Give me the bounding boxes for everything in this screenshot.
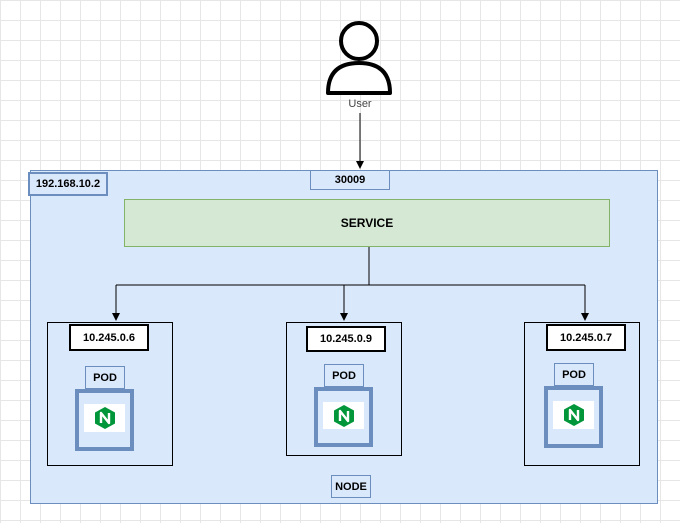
pod-ip-label: 10.245.0.6 [69, 324, 149, 351]
nginx-icon [323, 402, 364, 429]
nginx-icon [84, 404, 125, 432]
nginx-icon [553, 401, 594, 429]
node-label: NODE [331, 475, 371, 498]
pod-tag: POD [324, 364, 364, 387]
node-port-label: 30009 [310, 170, 390, 190]
nginx-container [314, 387, 373, 447]
nginx-container [75, 389, 134, 451]
pod-tag: POD [554, 363, 594, 386]
service-box: SERVICE [124, 199, 610, 247]
pod-ip-label: 10.245.0.7 [546, 324, 626, 351]
pod-tag: POD [85, 366, 125, 389]
pod-ip-label: 10.245.0.9 [306, 326, 386, 352]
node-ip-label: 192.168.10.2 [28, 172, 108, 196]
nginx-container [544, 386, 603, 448]
user-label: User [348, 98, 372, 110]
user-icon [326, 21, 392, 95]
